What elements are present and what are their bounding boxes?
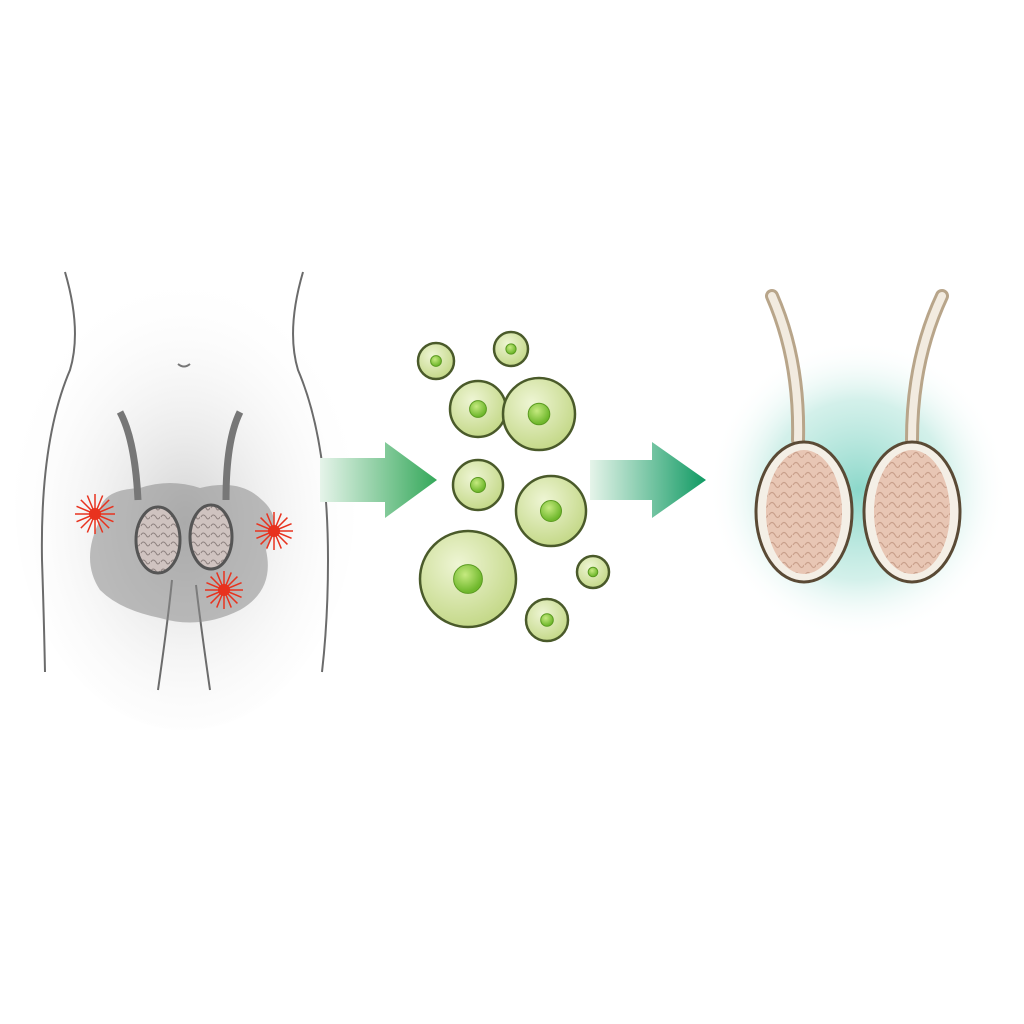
stem-cell-icon — [514, 474, 588, 548]
stem-cell-icon — [451, 458, 505, 512]
stem-cell-icon — [448, 379, 508, 439]
stem-cells-panel — [416, 330, 611, 643]
spermatic-cord — [116, 410, 142, 501]
testis-left-inflamed — [116, 410, 182, 575]
stem-cell-icon — [524, 597, 570, 643]
arrow-right-icon — [590, 442, 706, 518]
testis-right-healthy — [862, 289, 962, 584]
navel — [177, 363, 191, 368]
testis-left-healthy — [754, 289, 854, 584]
inflammation-spark-icon — [205, 571, 243, 609]
cell-nucleus — [470, 477, 486, 493]
cell-nucleus — [505, 343, 517, 355]
stem-cell-icon — [418, 529, 518, 629]
cell-nucleus — [430, 355, 442, 367]
healing-glow — [708, 340, 1008, 640]
cell-nucleus — [453, 564, 483, 594]
inflammation-cloud — [90, 483, 275, 623]
spermatic-cord — [222, 410, 244, 501]
arrow-right-icon — [320, 442, 437, 518]
cell-nucleus — [540, 500, 562, 522]
testis-tissue — [766, 450, 842, 574]
stem-cell-icon — [501, 376, 577, 452]
inflammation-spark-icon — [75, 494, 115, 534]
cell-nucleus — [587, 566, 599, 578]
body-outline-left — [40, 271, 76, 673]
stem-cell-icon — [416, 341, 456, 381]
inflammation-spark-icon — [255, 512, 293, 550]
healthy-testes-panel — [708, 289, 1008, 640]
inflamed-pelvis-panel — [15, 270, 355, 730]
testis — [188, 503, 234, 571]
testis-right-inflamed — [188, 410, 244, 571]
cell-nucleus — [469, 400, 487, 418]
cell-nucleus — [540, 613, 554, 627]
testis-tissue — [874, 450, 950, 574]
cell-nucleus — [527, 402, 551, 426]
stem-cell-icon — [492, 330, 530, 368]
testis — [134, 505, 182, 575]
stem-cell-icon — [575, 554, 611, 590]
body-outline-right — [292, 271, 330, 673]
